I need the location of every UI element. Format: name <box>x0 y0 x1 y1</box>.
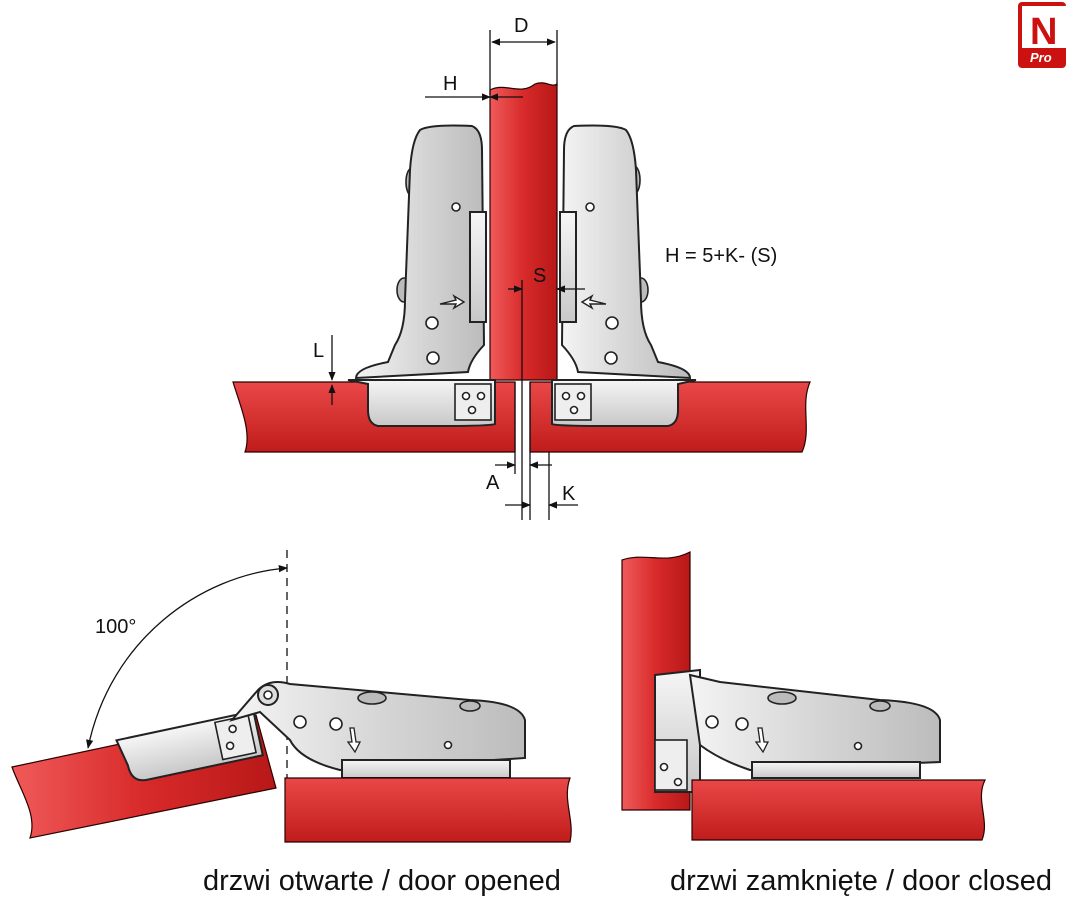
hinge-right <box>551 124 697 427</box>
door-closed-view <box>621 551 986 841</box>
caption-door-opened: drzwi otwarte / door opened <box>203 865 561 897</box>
door-opened-view: 100° <box>11 550 572 843</box>
label-a: A <box>486 472 500 494</box>
door-panel <box>489 82 558 381</box>
logo-letter: N <box>1030 11 1057 53</box>
top-view: D H S H = 5+K- (S) L A K <box>232 15 811 520</box>
angle-label: 100° <box>95 616 136 638</box>
label-h: H <box>443 73 457 95</box>
caption-door-closed: drzwi zamknięte / door closed <box>670 865 1052 897</box>
closed-cabinet-panel <box>691 779 986 841</box>
label-l: L <box>313 340 324 362</box>
formula-text: H = 5+K- (S) <box>665 245 777 267</box>
label-k: K <box>562 483 576 505</box>
brand-logo: N Pro <box>1018 2 1066 68</box>
logo-sub: Pro <box>1030 50 1052 65</box>
hinge-left <box>347 124 496 427</box>
label-d: D <box>514 15 528 37</box>
label-s: S <box>533 265 546 287</box>
opened-cabinet-panel <box>284 777 572 843</box>
